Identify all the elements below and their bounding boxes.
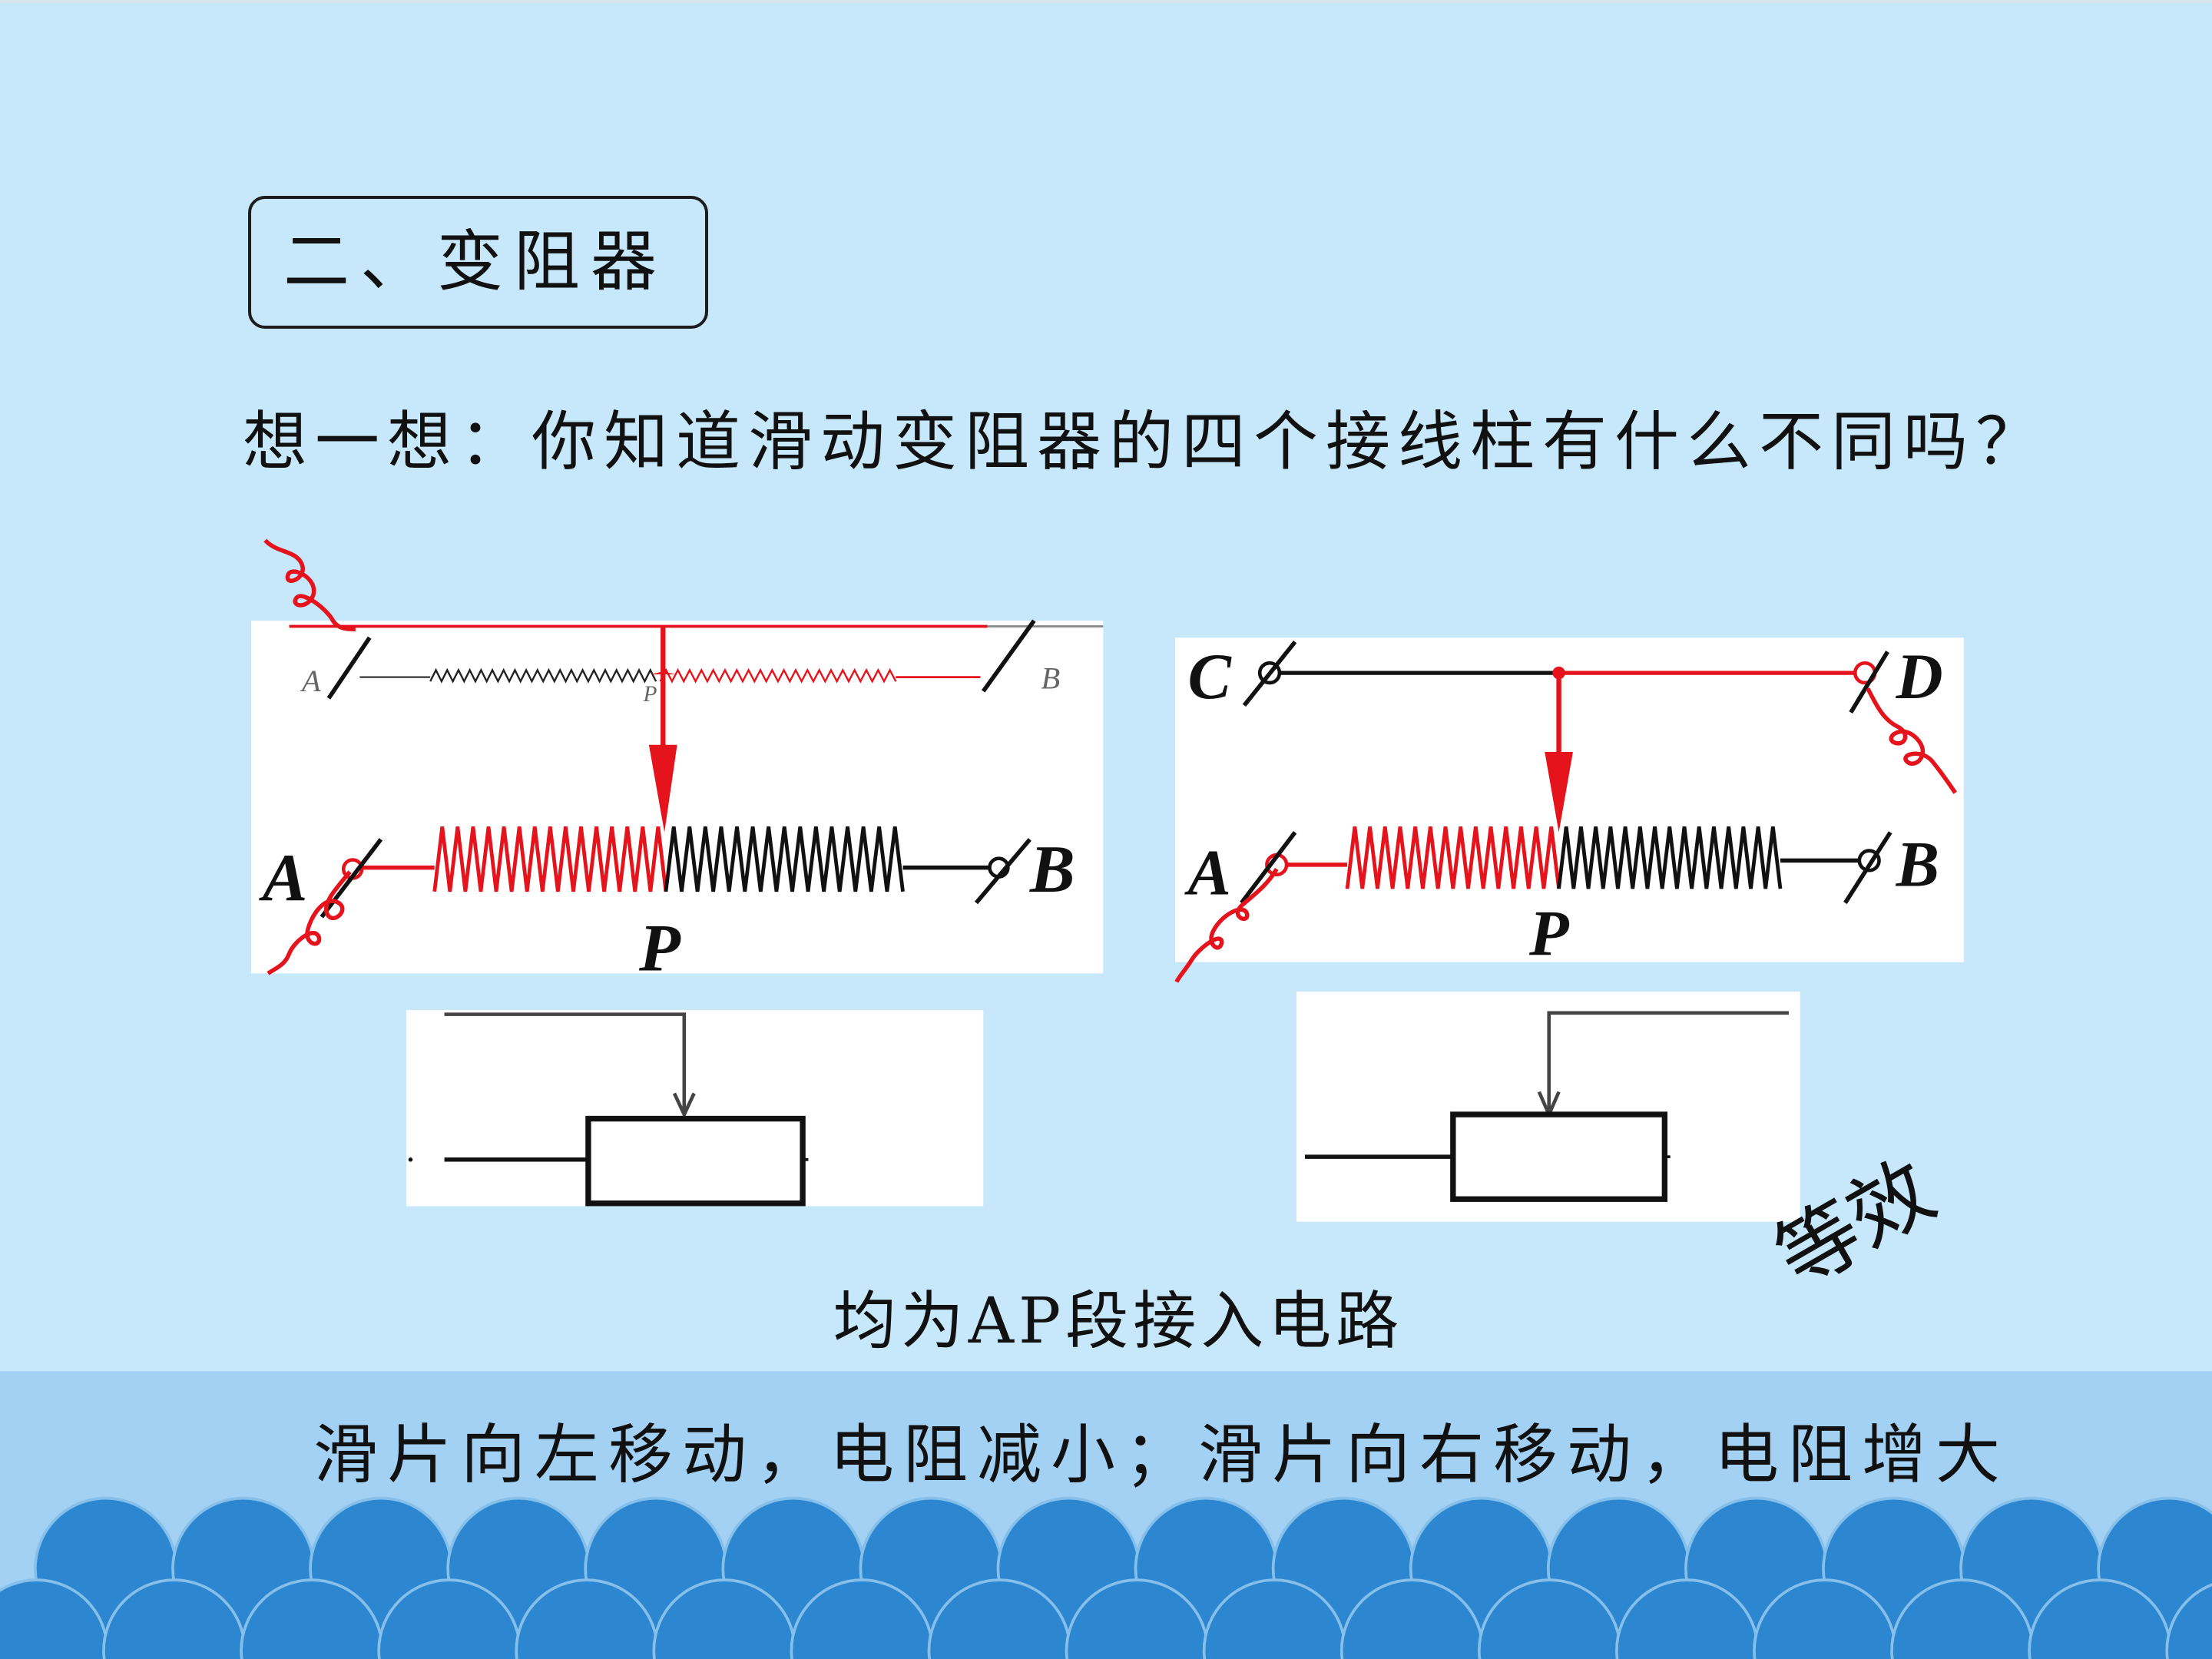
label-p: P <box>638 911 681 986</box>
rheostat-diagram-right: C D A B P <box>1174 637 1964 983</box>
top-edge-line <box>0 0 2212 3</box>
slash-b <box>974 838 1031 905</box>
diagram-background <box>250 621 1104 974</box>
mini-slash-b <box>981 619 1036 693</box>
wave-pattern <box>0 1496 2212 1659</box>
mini-slash-a <box>326 636 372 700</box>
mini-label-a: A <box>300 664 321 698</box>
dot-mark <box>408 1157 413 1162</box>
wire-squiggle-d <box>1866 687 1958 794</box>
diagram-background <box>1175 637 1964 962</box>
wire-squiggle-a <box>267 870 352 975</box>
slider-arrow-head <box>650 671 676 674</box>
slider-arrow-icon <box>672 1092 696 1119</box>
slider-lead <box>1547 1011 1789 1112</box>
label-b: B <box>1029 832 1075 907</box>
note-text: 滑片向左移动，电阻减小；滑片向右移动，电阻增大 <box>313 1417 2010 1492</box>
slash-a <box>1240 831 1297 905</box>
section-title: 二、变阻器 <box>248 196 708 329</box>
label-d: D <box>1896 641 1943 713</box>
slider-arrow-head <box>648 744 677 833</box>
slash-a <box>320 838 383 919</box>
slider-lead <box>444 1012 687 1114</box>
mini-coil-black <box>429 667 657 684</box>
circuit-symbol-right <box>1296 992 1800 1222</box>
question-text: 想一想：你知道滑动变阻器的四个接线柱有什么不同吗？ <box>243 404 2048 479</box>
wave-scale <box>2165 1583 2212 1659</box>
wire-squiggle-a <box>1174 868 1279 983</box>
label-a: A <box>259 840 308 916</box>
label-p: P <box>1528 898 1570 969</box>
resistor-body <box>1450 1111 1668 1202</box>
mini-label-p: P <box>643 682 657 707</box>
circuit-symbol-left <box>406 1010 984 1207</box>
coil-unused-part <box>664 826 905 892</box>
slash-c <box>1242 640 1297 707</box>
mini-coil-red <box>659 667 897 684</box>
label-c: C <box>1188 641 1233 713</box>
coil-connected-part <box>1345 826 1561 889</box>
label-a: A <box>1184 837 1231 909</box>
conclusion-text: 均为AP段接入电路 <box>833 1285 1404 1358</box>
label-b: B <box>1896 829 1939 900</box>
coil-connected-part <box>432 826 668 892</box>
wire-squiggle-top <box>263 538 356 631</box>
resistor-body <box>585 1115 806 1207</box>
slash-d <box>1849 651 1889 714</box>
rheostat-diagram-left: A P B A B P <box>250 538 1104 986</box>
coil-unused-part <box>1557 826 1783 889</box>
slash-b <box>1843 831 1892 904</box>
slider-arrow-head <box>1545 751 1573 833</box>
mini-label-b: B <box>1041 661 1061 695</box>
